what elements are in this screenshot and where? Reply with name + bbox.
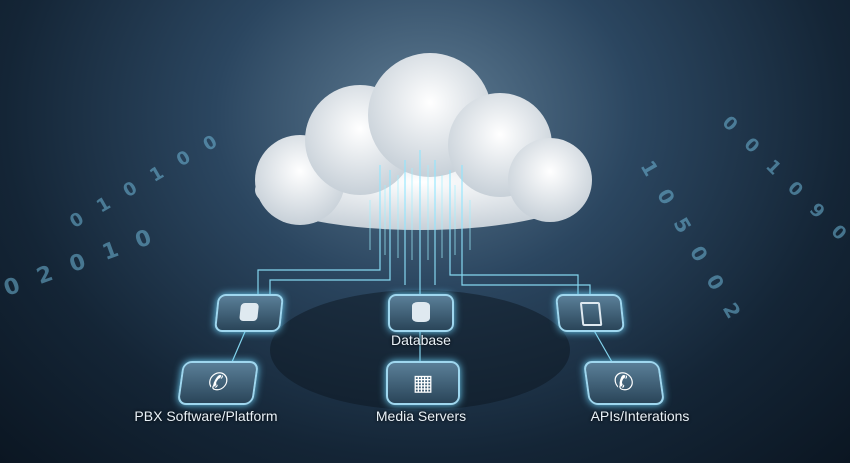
data-streams bbox=[369, 165, 471, 260]
node-apis[interactable]: ✆ bbox=[582, 361, 666, 405]
node-media-servers[interactable]: ▦ bbox=[386, 361, 460, 405]
document-list-icon bbox=[579, 302, 603, 326]
connector-lines bbox=[231, 150, 613, 363]
database-icon bbox=[412, 302, 430, 322]
cloud-icon bbox=[255, 53, 592, 230]
label-database: Database bbox=[391, 332, 451, 348]
label-media-servers: Media Servers bbox=[375, 408, 467, 424]
node-pbx[interactable]: ✆ bbox=[176, 361, 260, 405]
label-apis: APIs/Interations bbox=[590, 408, 690, 424]
database-stack-icon bbox=[239, 303, 260, 321]
label-pbx: PBX Software/Platform bbox=[134, 408, 278, 424]
node-document-list[interactable] bbox=[555, 294, 625, 332]
server-rack-icon: ▦ bbox=[412, 370, 434, 395]
phone-wireless-icon: ✆ bbox=[206, 369, 231, 396]
node-database[interactable] bbox=[388, 294, 454, 332]
phone-icon: ✆ bbox=[611, 369, 636, 396]
node-database-stack[interactable] bbox=[214, 294, 284, 332]
